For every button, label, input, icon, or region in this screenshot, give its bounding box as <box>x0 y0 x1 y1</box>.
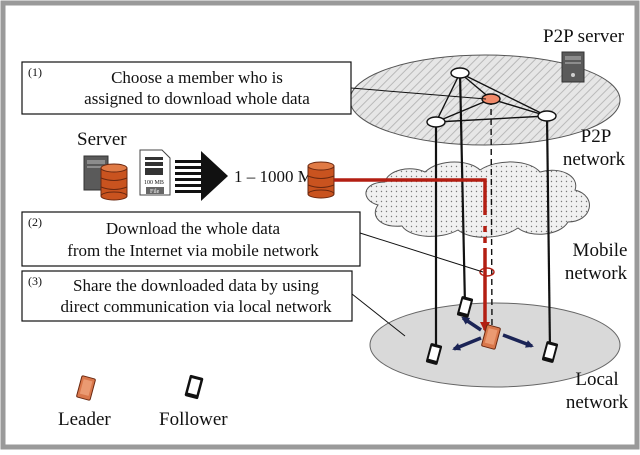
step-text: assigned to download whole data <box>84 89 310 108</box>
step-text: Choose a member who is <box>111 68 283 87</box>
step-3-box: (3) Share the downloaded data by using d… <box>21 270 353 322</box>
legend: Leader Follower <box>58 374 228 430</box>
file-icon: 100 MB File <box>139 149 171 196</box>
mobile-network-cloud <box>365 161 590 238</box>
step-number: (1) <box>28 65 42 79</box>
leader-phone-icon <box>481 324 501 350</box>
database-icon <box>100 163 128 201</box>
follower-phone-icon <box>541 341 559 363</box>
mobile-network-label: network <box>565 263 628 284</box>
step-number: (2) <box>28 215 42 229</box>
p2p-node <box>450 67 470 79</box>
step-1-box: (1) Choose a member who is assigned to d… <box>21 61 352 115</box>
step-text: from the Internet via mobile network <box>67 241 319 260</box>
share-arrows <box>452 316 534 351</box>
file-size-label: 100 MB <box>144 180 164 186</box>
mobile-network-label: Mobile <box>573 240 628 261</box>
internet-database-icon <box>307 161 335 199</box>
legend-leader-icon <box>76 375 96 401</box>
server-label: Server <box>77 129 127 150</box>
local-network-label: Local <box>575 369 618 390</box>
step-2-box: (2) Download the whole data from the Int… <box>21 211 361 267</box>
download-path <box>334 178 490 332</box>
p2p-network-label: network <box>563 149 626 170</box>
p2p-server-label: P2P server <box>543 26 625 47</box>
transfer-arrow-icon <box>175 151 228 201</box>
callout-pointers <box>350 87 487 337</box>
legend-follower-icon <box>184 374 204 400</box>
legend-follower-label: Follower <box>159 409 228 430</box>
step-text: Share the downloaded data by using <box>73 276 319 295</box>
step-text: Download the whole data <box>106 219 281 238</box>
mobile-link-marker <box>479 267 495 277</box>
step-text: direct communication via local network <box>61 297 332 316</box>
p2p-node <box>537 110 557 122</box>
follower-phone-icon <box>456 296 474 318</box>
follower-phone-icon <box>425 343 443 365</box>
legend-leader-label: Leader <box>58 409 111 430</box>
file-label: File <box>150 189 160 195</box>
data-size-label: 1 – 1000 MB <box>234 167 324 186</box>
step-number: (3) <box>28 274 42 288</box>
p2p-server-icon <box>561 51 585 83</box>
local-network-label: network <box>566 392 629 413</box>
p2p-node <box>426 116 446 128</box>
p2p-network-label: P2P <box>581 126 612 147</box>
